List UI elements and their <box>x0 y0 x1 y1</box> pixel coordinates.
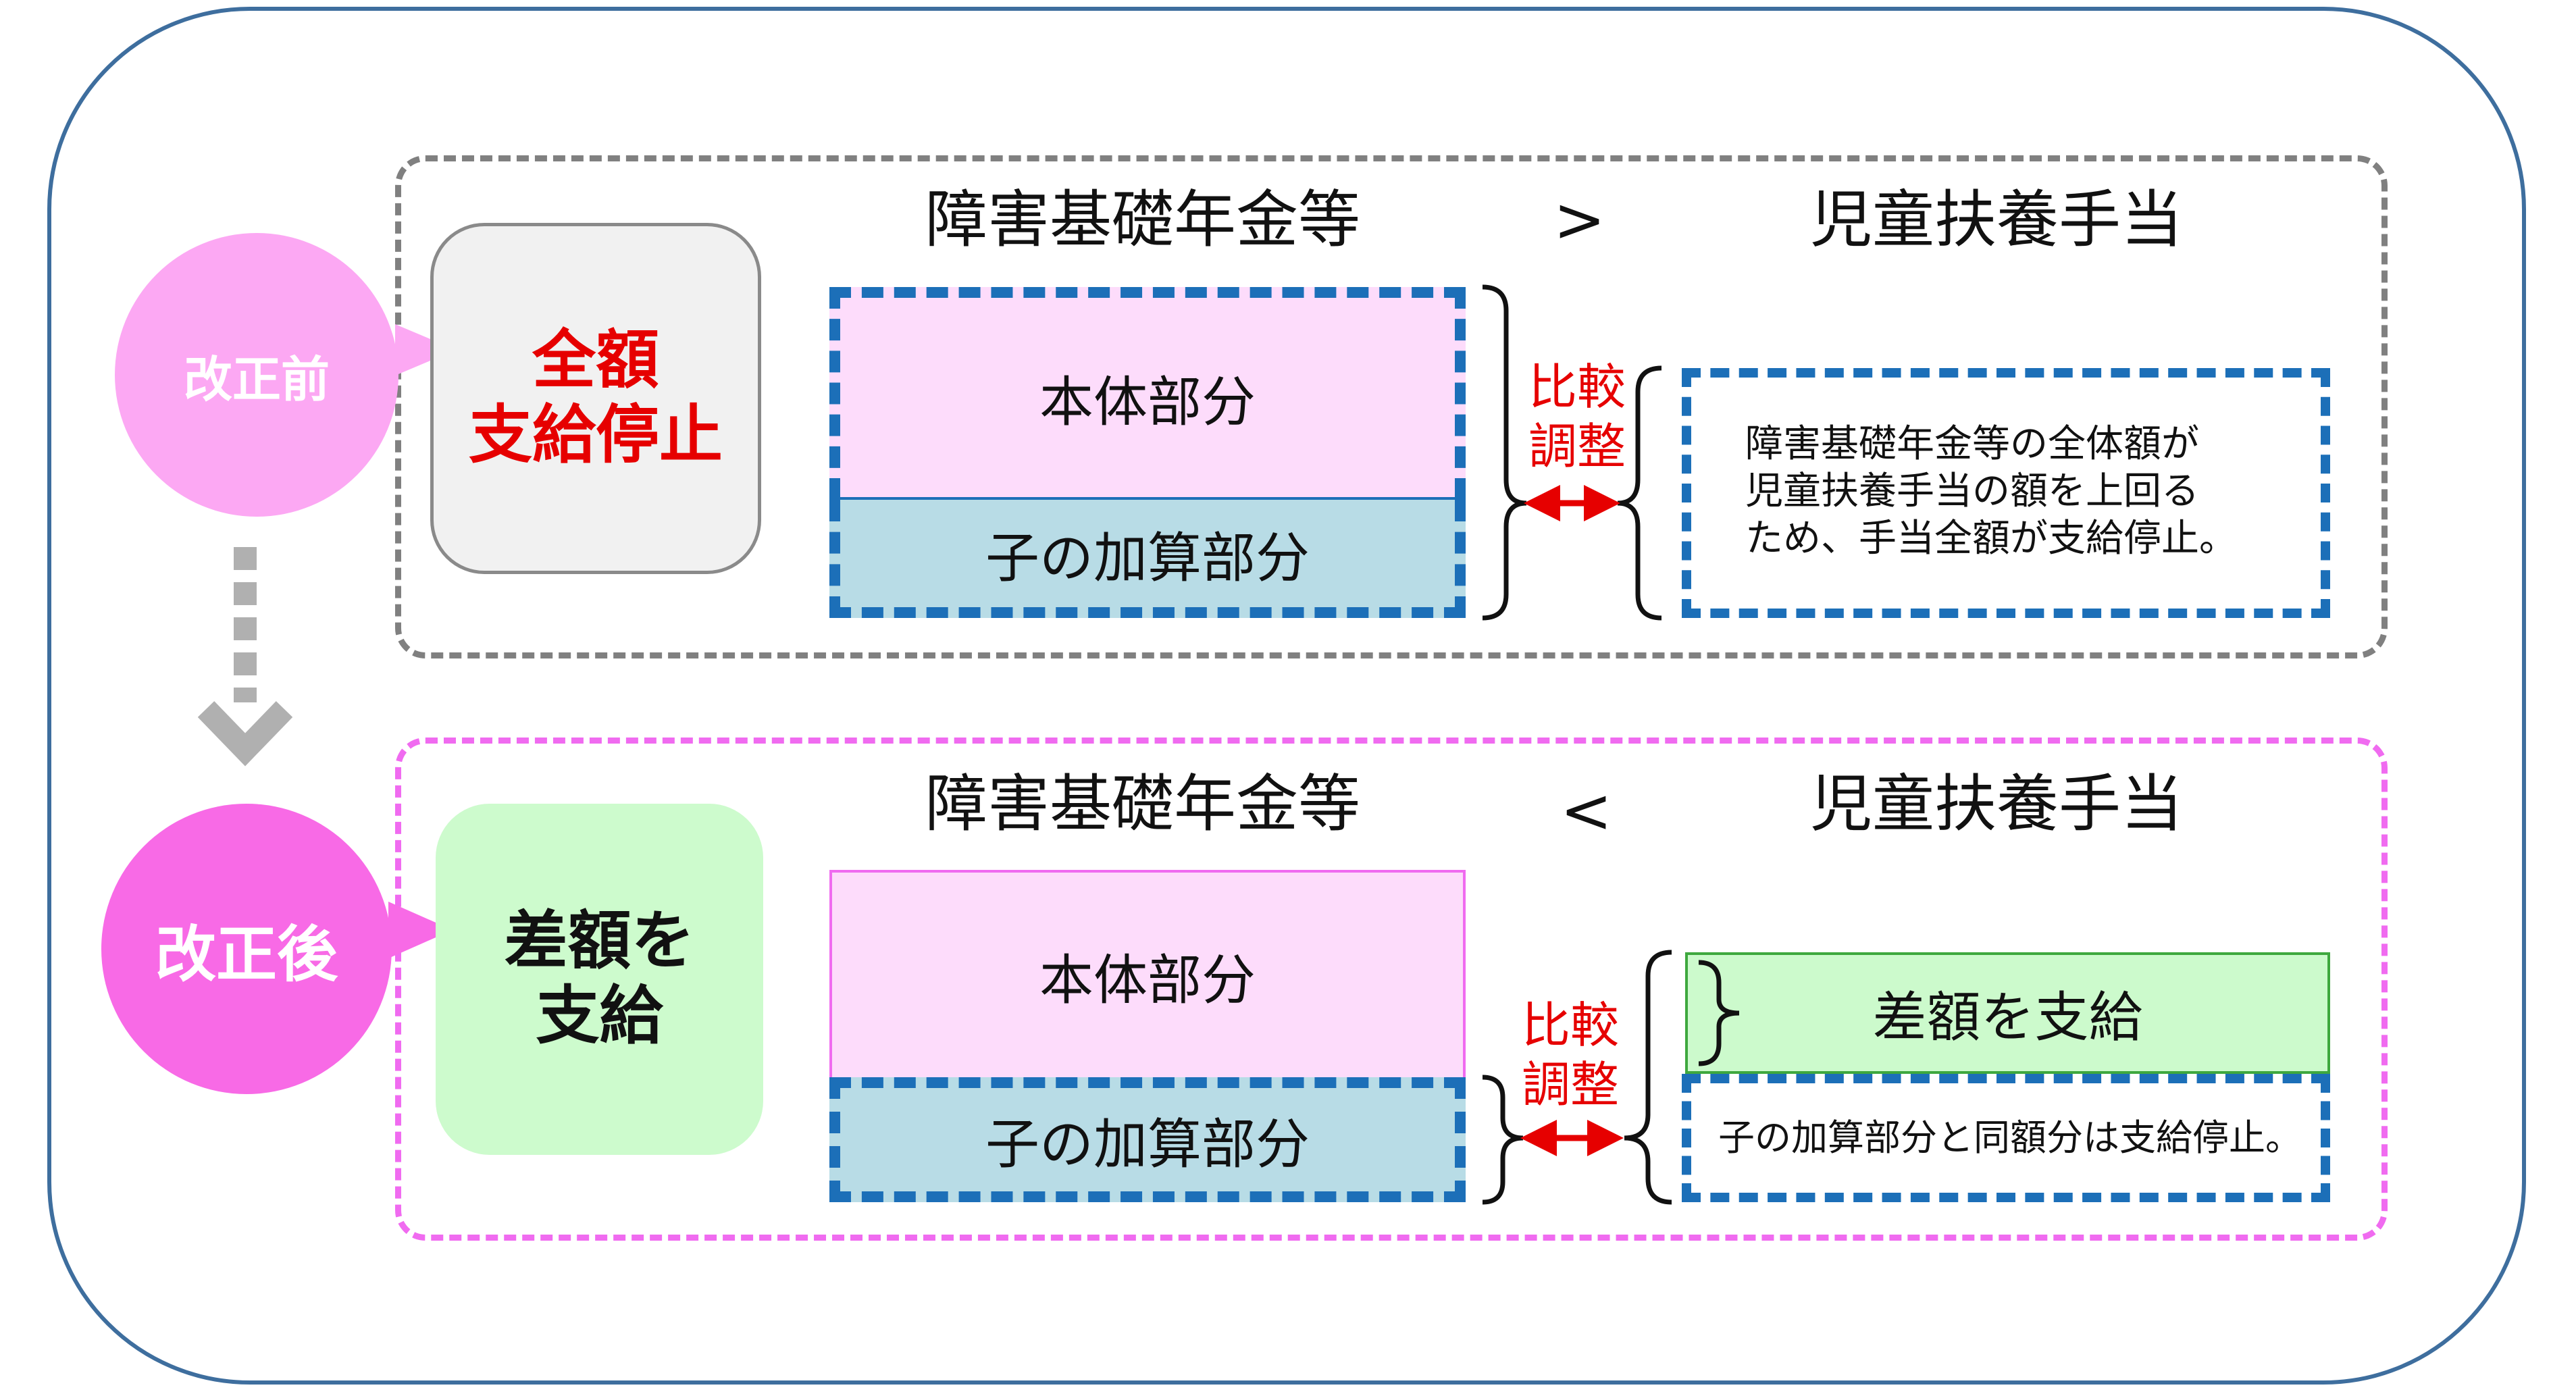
after-status-box: 差額を 支給 <box>436 804 763 1155</box>
before-right-title: 児童扶養手当 <box>1810 184 2184 256</box>
before-section-frame <box>395 155 2388 658</box>
after-child-part: 子の加算部分 <box>829 1077 1466 1202</box>
before-note-box: 障害基礎年金等の全体額が 児童扶養手当の額を上回る ため、手当全額が支給停止。 <box>1682 368 2330 618</box>
before-status-line2: 支給停止 <box>468 398 723 472</box>
after-section-frame <box>395 738 2388 1241</box>
before-compare-label: 比較 調整 <box>1523 358 1631 477</box>
after-main-part: 本体部分 <box>829 870 1466 1079</box>
after-note-text: 子の加算部分と同額分は支給停止。 <box>1718 1116 2302 1160</box>
after-difference-brace <box>1698 960 1740 1066</box>
before-child-part: 子の加算部分 <box>829 500 1466 618</box>
after-compare-line1: 比較 <box>1521 997 1619 1054</box>
before-left-brace <box>1482 284 1527 621</box>
after-label: 改正後 <box>155 919 338 990</box>
after-main-part-label: 本体部分 <box>1039 949 1256 1012</box>
before-label: 改正前 <box>183 351 330 408</box>
before-relation-sign: > <box>1553 184 1606 256</box>
before-right-brace <box>1617 365 1662 621</box>
after-compare-line2: 調整 <box>1521 1056 1619 1113</box>
before-status-line1: 全額 <box>532 324 659 398</box>
before-note-line2: 児童扶養手当の額を上回る <box>1745 469 2199 513</box>
after-compare-label: 比較 調整 <box>1516 996 1624 1115</box>
after-left-title: 障害基礎年金等 <box>925 768 1361 840</box>
before-label-circle: 改正前 <box>115 233 398 517</box>
after-right-brace <box>1624 950 1672 1205</box>
after-status-line1: 差額を <box>504 904 695 979</box>
before-status-box: 全額 支給停止 <box>430 223 761 574</box>
before-child-part-label: 子の加算部分 <box>985 526 1310 590</box>
outer-frame <box>47 7 2526 1385</box>
after-relation-sign: < <box>1560 775 1613 847</box>
after-note-box: 子の加算部分と同額分は支給停止。 <box>1682 1074 2330 1202</box>
after-difference-label: 差額を支給 <box>1872 986 2143 1049</box>
before-note-line3: ため、手当全額が支給停止。 <box>1745 517 2237 561</box>
after-difference-box: 差額を支給 <box>1685 952 2330 1074</box>
after-status-line2: 支給 <box>536 979 663 1053</box>
before-main-part: 本体部分 <box>829 287 1466 500</box>
before-compare-line2: 調整 <box>1528 417 1626 475</box>
before-left-title: 障害基礎年金等 <box>925 184 1361 256</box>
before-compare-line1: 比較 <box>1528 359 1626 415</box>
after-left-brace <box>1482 1075 1524 1205</box>
before-main-part-label: 本体部分 <box>1039 370 1256 434</box>
after-right-title: 児童扶養手当 <box>1810 768 2184 840</box>
after-child-part-label: 子の加算部分 <box>985 1112 1310 1176</box>
after-label-circle: 改正後 <box>101 804 392 1094</box>
before-note-line1: 障害基礎年金等の全体額が <box>1745 422 2199 466</box>
